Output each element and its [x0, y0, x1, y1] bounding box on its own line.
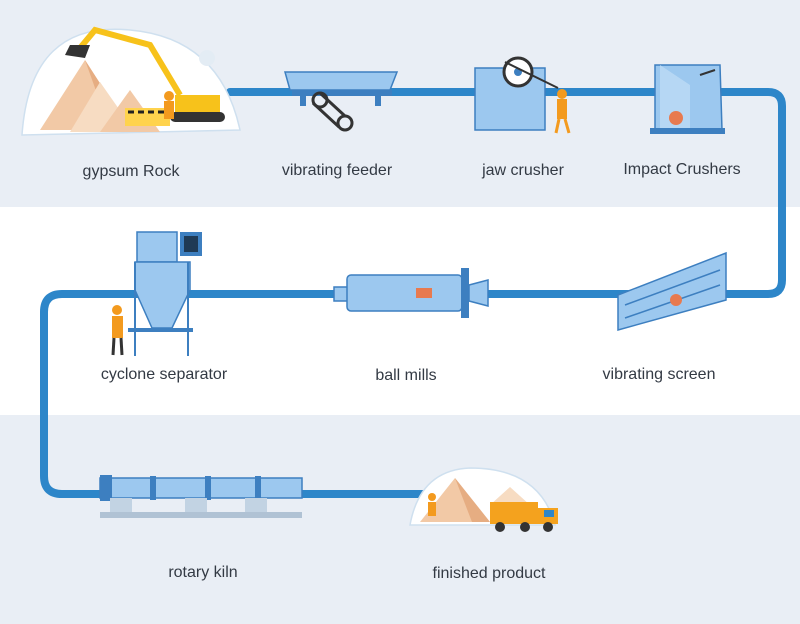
vibrating-feeder-illustration — [284, 71, 399, 132]
impact-crusher-illustration — [650, 64, 725, 134]
gypsum-rock-illustration — [21, 26, 241, 136]
step-label-jaw-crusher: jaw crusher — [482, 162, 564, 179]
finished-product-illustration — [409, 467, 558, 532]
jaw-crusher-illustration — [474, 56, 571, 134]
step-label-cyclone-separator: cyclone separator — [100, 366, 228, 383]
step-label-vibrating-feeder: vibrating feeder — [281, 162, 393, 179]
step-label-rotary-kiln: rotary kiln — [168, 564, 238, 581]
cyclone-separator-illustration — [111, 231, 202, 356]
step-label-finished-product: finished product — [432, 565, 546, 582]
step-label-ball-mills: ball mills — [375, 367, 437, 384]
vibrating-screen-illustration — [617, 251, 727, 331]
rotary-kiln-illustration — [99, 475, 303, 518]
step-label-gypsum-rock: gypsum Rock — [82, 163, 180, 180]
step-label-vibrating-screen: vibrating screen — [602, 366, 716, 383]
step-label-impact-crushers: Impact Crushers — [623, 161, 741, 178]
bottom-band — [0, 415, 800, 624]
ball-mill-illustration — [333, 268, 489, 318]
